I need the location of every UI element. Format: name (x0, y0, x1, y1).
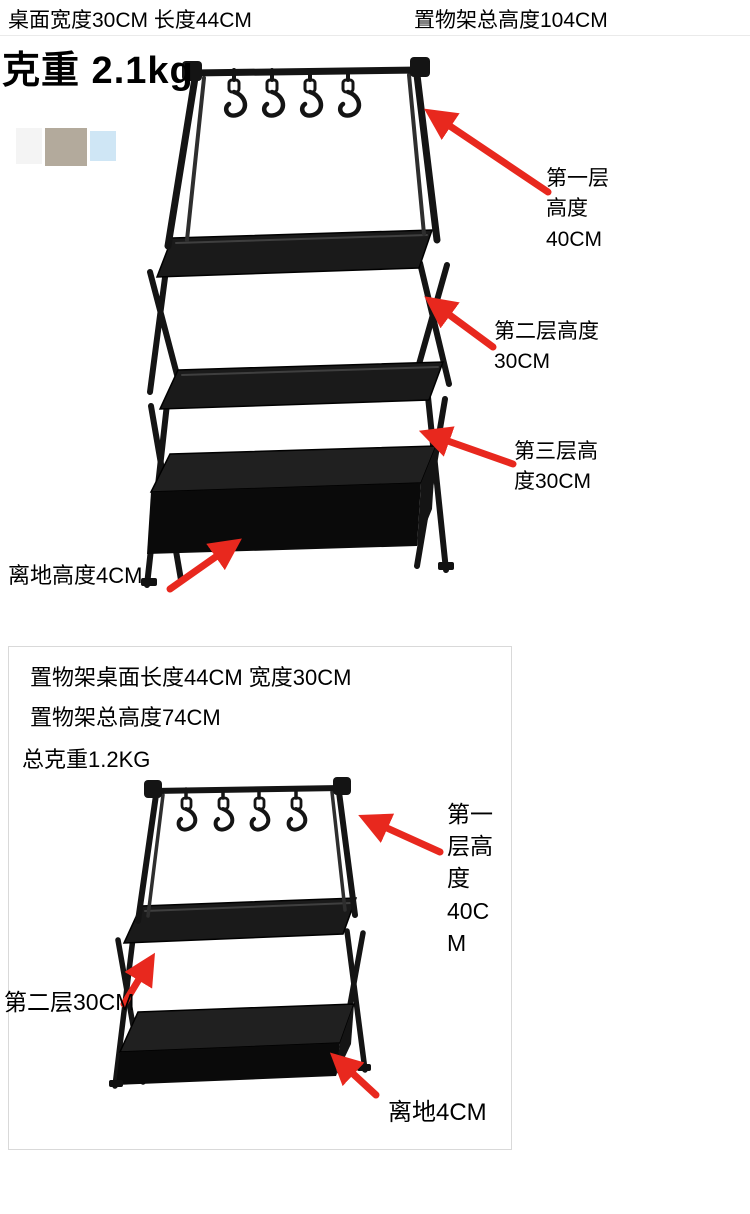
table-width-length-label: 桌面宽度30CM 长度44CM (8, 9, 252, 32)
rack-2-tier-photo (109, 777, 371, 1089)
arrow-s1-tier3 (418, 426, 517, 468)
thumbnail-swatches (16, 128, 116, 166)
tier2-height-label-2: 第二层30CM (4, 989, 135, 1015)
weight-label-2: 总克重1.2KG (22, 747, 151, 772)
arrow-s2-tier2 (120, 952, 155, 1008)
tier1-height-label: 第一层 高度 40CM (546, 167, 609, 251)
tier1-height-label-2: 第一 层高 度 40C M (447, 801, 493, 956)
total-height-label: 置物架总高度104CM (414, 9, 608, 32)
arrow-s1-ground (166, 538, 242, 593)
arrow-s2-ground (329, 1052, 380, 1099)
table-length-width-label-2: 置物架桌面长度44CM 宽度30CM (30, 665, 352, 690)
s-hook-icon (286, 787, 308, 832)
s-hook-icon (224, 68, 248, 118)
total-height-label-2: 置物架总高度74CM (30, 705, 221, 730)
ground-clearance-label: 离地高度4CM (8, 563, 143, 588)
thumbnail-swatch-1 (16, 128, 42, 164)
annotation-arrows (120, 108, 552, 1099)
rack2-shelves (116, 897, 358, 1085)
s-hook-icon (300, 68, 324, 118)
rack-3-tier-photo (141, 57, 454, 588)
s-hook-icon (213, 787, 235, 832)
ground-clearance-label-2: 离地4CM (388, 1099, 487, 1126)
s-hook-icon (249, 787, 271, 832)
arrow-s1-tier2 (424, 296, 497, 351)
rack1-feet (141, 562, 454, 586)
s-hook-icon (338, 68, 362, 118)
rack1-frame (164, 57, 441, 250)
s-hook-icon (262, 68, 286, 118)
top-divider-line (0, 35, 750, 36)
weight-label: 克重 2.1kg (2, 50, 194, 92)
rack1-shelves (147, 229, 445, 554)
tier3-height-label: 第三层高 度30CM (514, 440, 598, 494)
thumbnail-swatch-2 (45, 128, 87, 166)
tier2-height-label: 第二层高度 30CM (494, 320, 599, 374)
arrow-s1-tier1 (423, 108, 552, 196)
rack1-hooks (224, 68, 362, 118)
arrow-s2-tier1 (358, 813, 444, 856)
rack2-hooks (176, 787, 308, 832)
s-hook-icon (176, 787, 198, 832)
thumbnail-swatch-3 (90, 131, 116, 161)
